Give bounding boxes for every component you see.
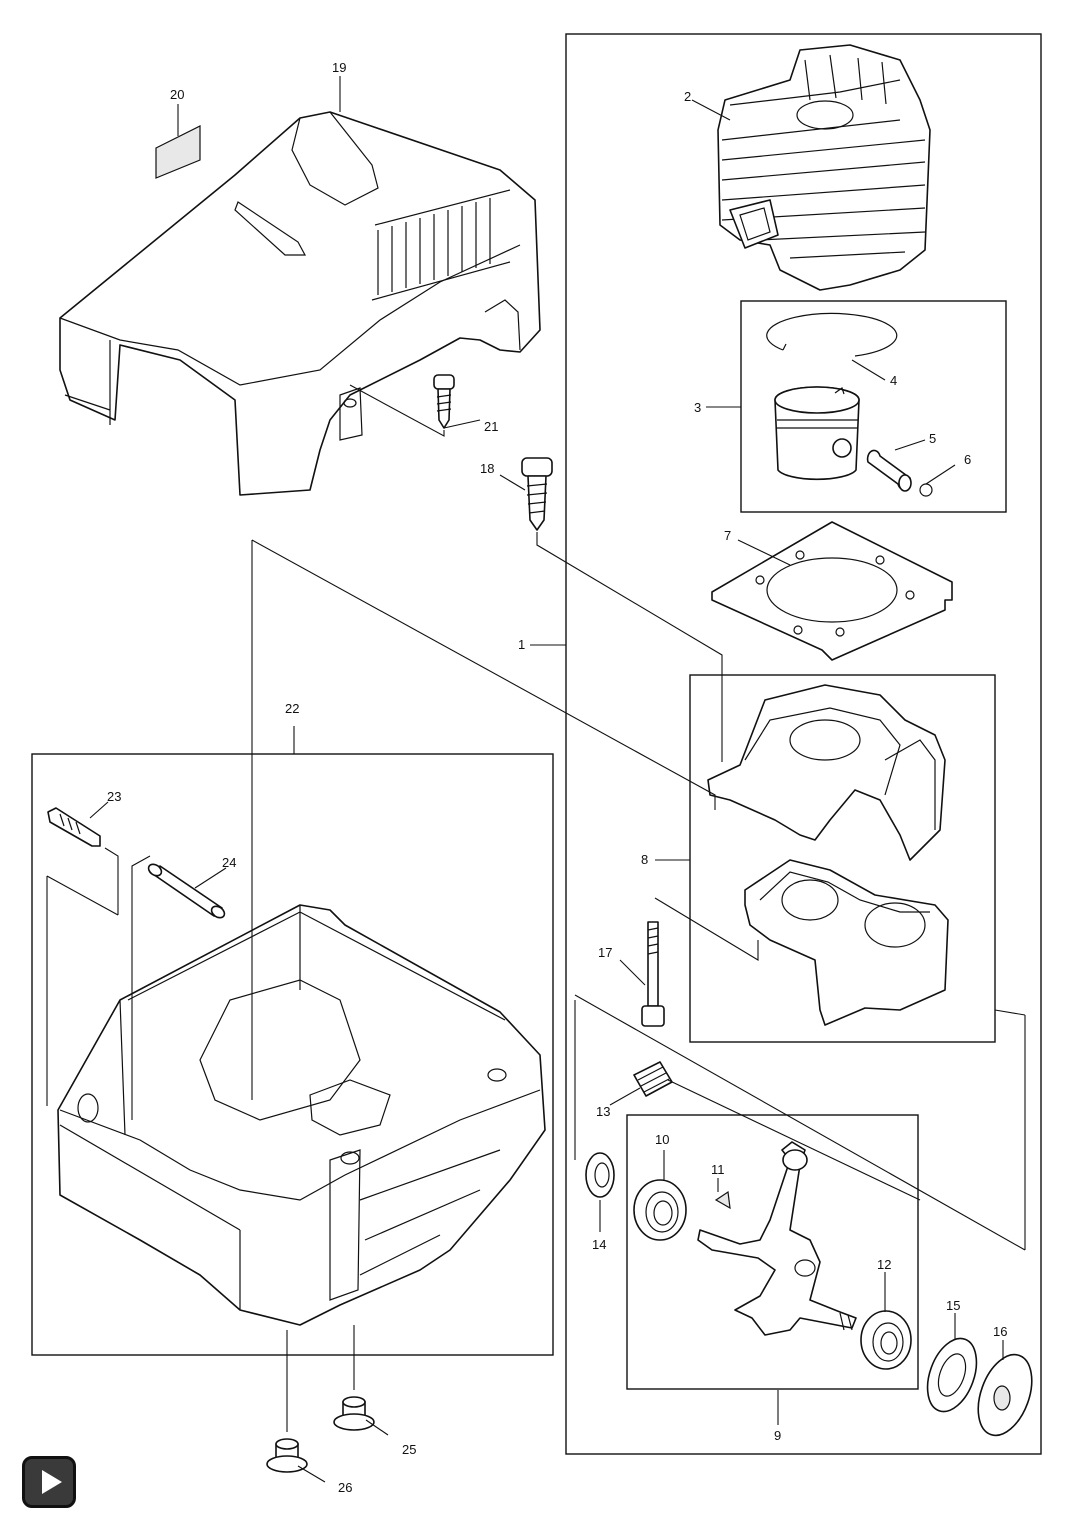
cylinder [717,44,931,291]
engine-assembly-frame [565,33,1042,1455]
callout-24: 24 [222,855,236,870]
callout-23: 23 [107,789,121,804]
engine-base-frame [31,753,554,1356]
long-bolt [641,921,665,1027]
screw-18 [521,457,553,531]
callout-7: 7 [724,528,731,543]
cylinder-gasket [711,521,953,661]
callout-14: 14 [592,1237,606,1252]
leader-lines [46,76,1026,1483]
cover-label [155,125,201,179]
crankshaft [697,1141,857,1336]
callout-25: 25 [402,1442,416,1457]
threaded-stud [47,807,101,847]
crankcase-frame [689,674,996,1043]
callout-12: 12 [877,1257,891,1272]
crankcase-lower-half [744,859,949,1026]
callout-3: 3 [694,400,701,415]
piston [774,386,860,481]
bushing-25 [333,1396,375,1431]
needle-bearing [633,1061,673,1097]
dowel-pin [147,863,226,919]
crankcase-upper-half [707,684,946,861]
callout-8: 8 [641,852,648,867]
callout-2: 2 [684,89,691,104]
callout-5: 5 [929,431,936,446]
callout-18: 18 [480,461,494,476]
callout-15: 15 [946,1298,960,1313]
callout-13: 13 [596,1104,610,1119]
callout-17: 17 [598,945,612,960]
woodruff-key [714,1190,731,1210]
callout-20: 20 [170,87,184,102]
callout-labels: 1 2 3 4 5 6 7 8 9 10 11 12 13 14 15 16 1… [107,60,1007,1495]
piston-pin [866,449,912,492]
engine-cover [59,111,541,496]
bushing-26 [266,1438,308,1473]
cover-screw [433,374,455,429]
callout-1: 1 [518,637,525,652]
callout-4: 4 [890,373,897,388]
callout-11: 11 [711,1162,725,1177]
callout-19: 19 [332,60,346,75]
callout-10: 10 [655,1132,669,1147]
engine-base [57,904,546,1326]
circlip [919,483,933,497]
callout-26: 26 [338,1480,352,1495]
callout-21: 21 [484,419,498,434]
callout-6: 6 [964,452,971,467]
callout-16: 16 [993,1324,1007,1339]
washer [926,1337,978,1413]
ball-bearing-12 [860,1310,912,1370]
callout-22: 22 [285,701,299,716]
callout-9: 9 [774,1428,781,1443]
flange [977,1353,1033,1437]
crankshaft-frame [626,1114,919,1390]
ball-bearing-10 [633,1179,687,1241]
next-page-button[interactable] [22,1456,76,1508]
piston-ring [766,312,898,357]
oil-seal-14 [585,1152,615,1198]
